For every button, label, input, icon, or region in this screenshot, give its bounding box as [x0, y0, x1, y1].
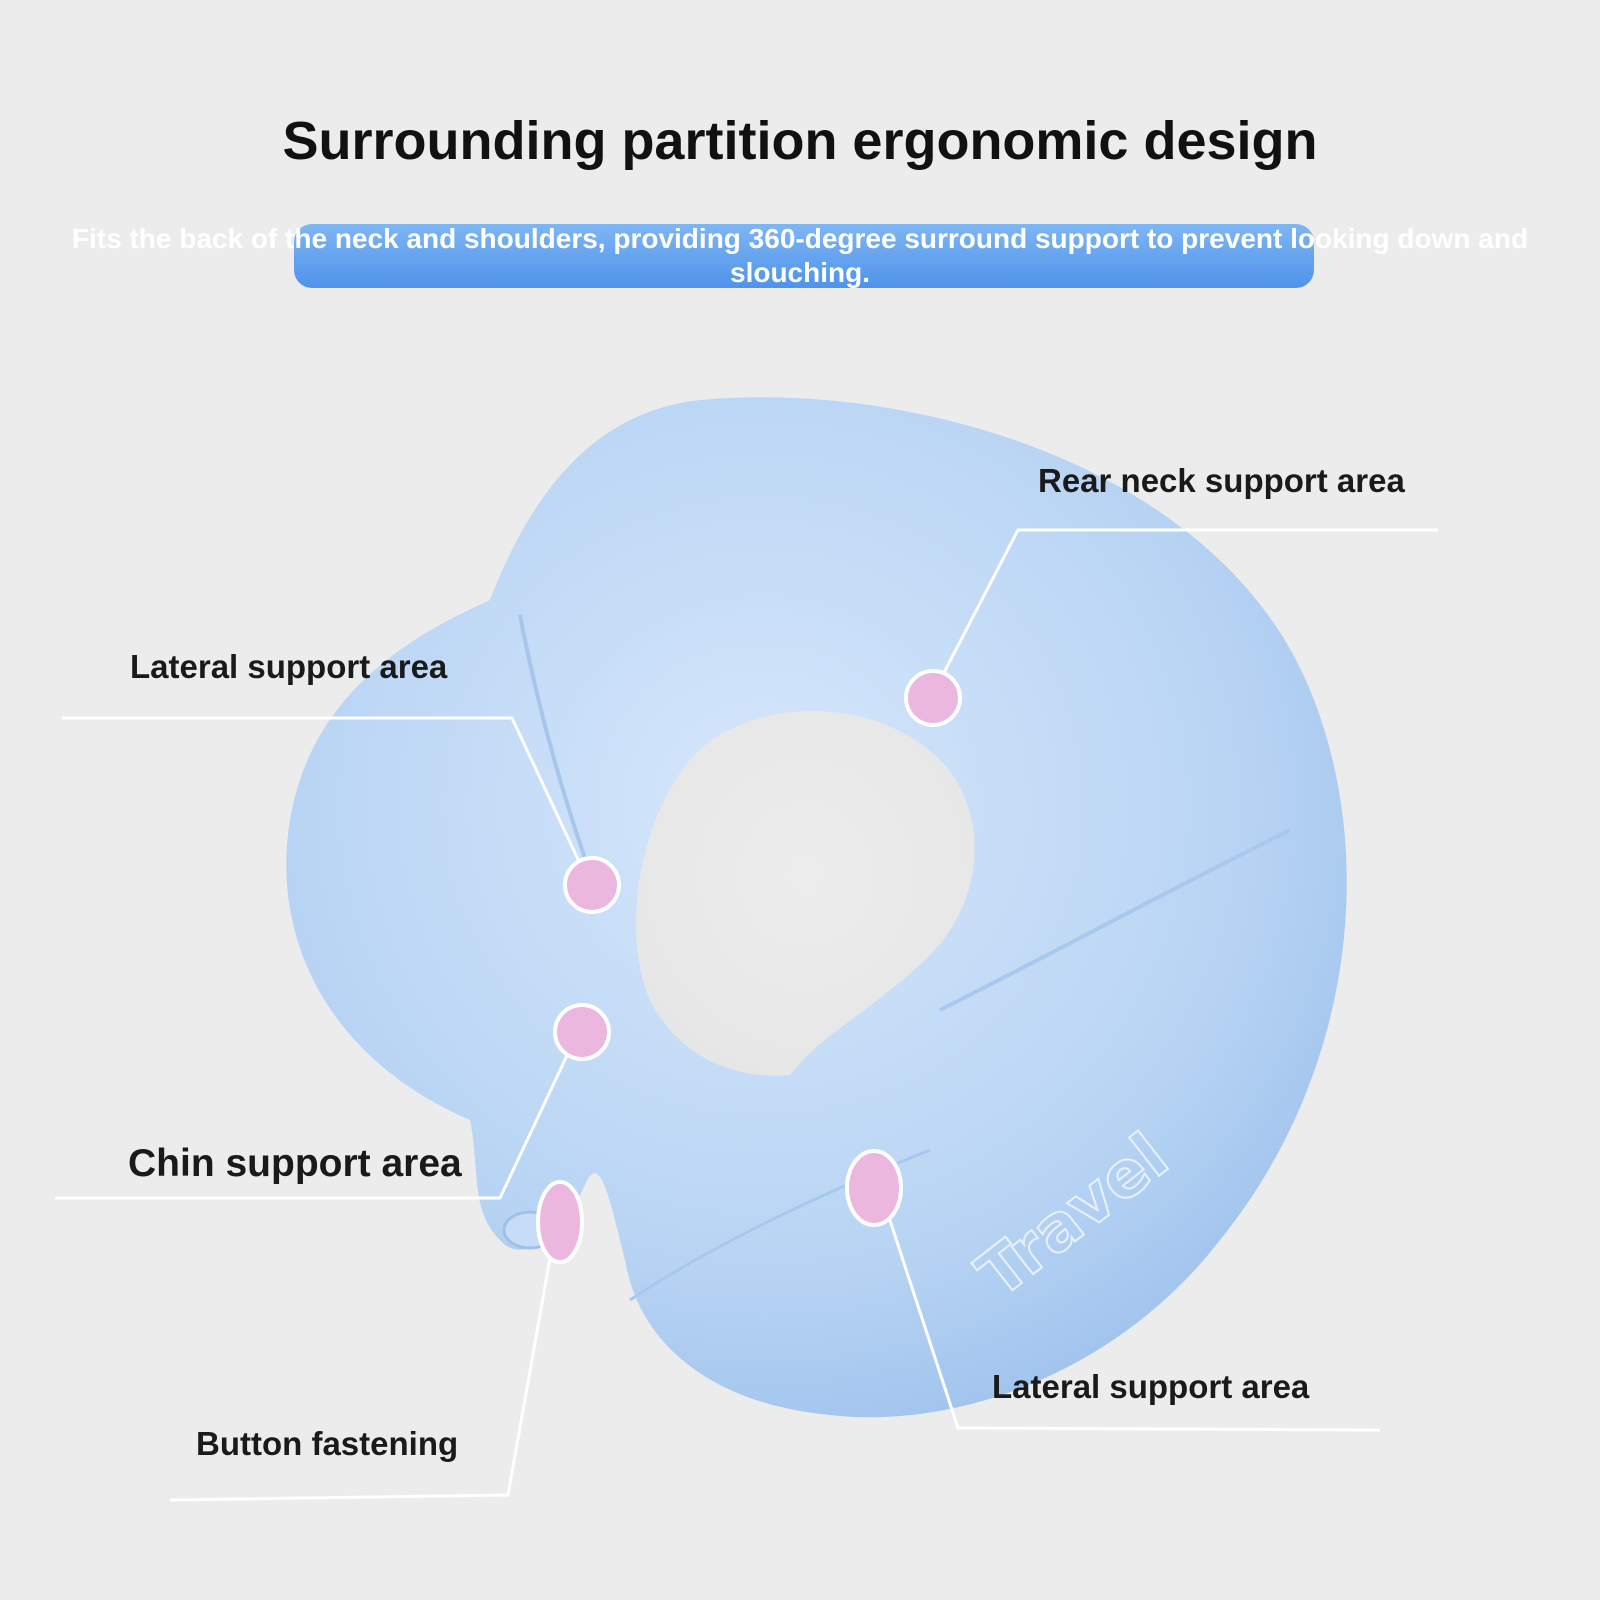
page-title: Surrounding partition ergonomic design	[282, 111, 1318, 171]
pillow-body: Travel	[286, 397, 1347, 1418]
callout-lines	[55, 528, 1438, 1502]
marker-lateral-right	[845, 1149, 903, 1227]
subtitle-highlight-band	[294, 224, 1314, 288]
label-lateral-support-right: Lateral support area	[992, 1368, 1310, 1405]
marker-button	[536, 1180, 584, 1264]
leader-line-lateral-left	[62, 716, 592, 886]
callout-markers	[536, 669, 962, 1264]
label-lateral-support-left: Lateral support area	[130, 648, 448, 685]
page-subtitle: Fits the back of the neck and shoulders,…	[71, 223, 1529, 288]
label-rear-neck-support: Rear neck support area	[1038, 462, 1405, 499]
leader-line-button	[169, 1229, 557, 1502]
leader-line-lateral-right	[878, 1189, 1381, 1432]
marker-lateral-left	[563, 856, 621, 914]
marker-chin	[553, 1003, 611, 1061]
marker-rear-neck	[904, 669, 962, 727]
leader-line-chin	[55, 1031, 580, 1200]
label-button-fastening: Button fastening	[196, 1425, 459, 1462]
label-chin-support: Chin support area	[128, 1142, 462, 1185]
leader-line-rear-neck	[933, 528, 1438, 691]
